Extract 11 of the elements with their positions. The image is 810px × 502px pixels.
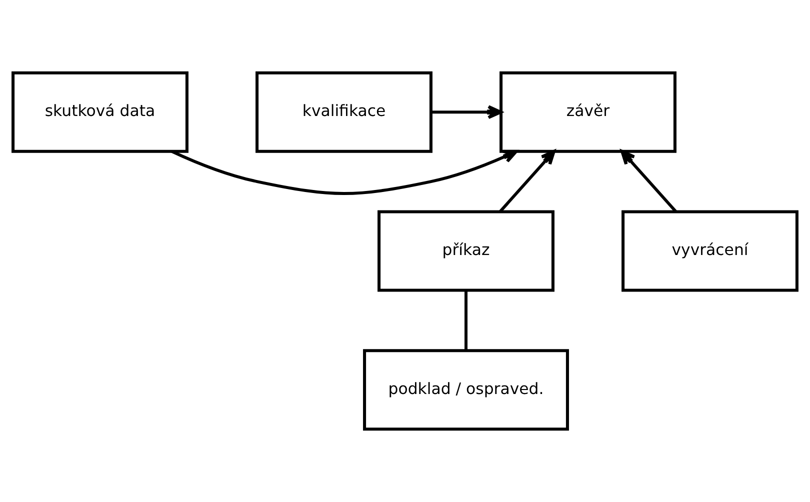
- node-box: příkaz: [378, 210, 554, 292]
- arrow: [171, 150, 518, 196]
- arrow: [431, 105, 502, 120]
- node-box: skutková data: [12, 71, 188, 153]
- node-box: podklad / ospraved.: [363, 349, 569, 431]
- arrow: [620, 150, 677, 212]
- node-box: kvalifikace: [256, 71, 432, 153]
- node-box: vyvrácení: [622, 210, 798, 292]
- connector: [464, 290, 468, 350]
- arrow: [499, 150, 556, 212]
- node-box: závěr: [500, 71, 676, 153]
